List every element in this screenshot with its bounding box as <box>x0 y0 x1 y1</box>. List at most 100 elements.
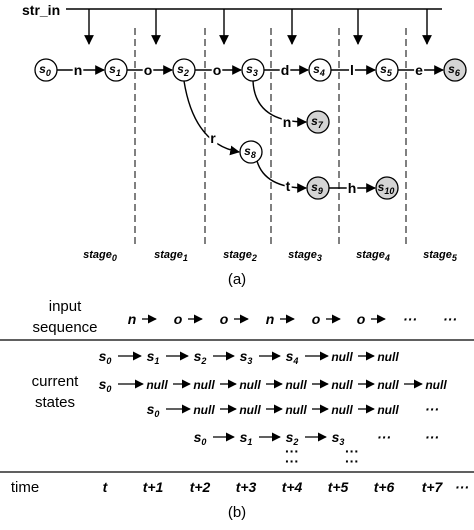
state-token: s0 <box>194 429 207 447</box>
state-circle <box>241 58 265 82</box>
state-token: null <box>193 378 215 392</box>
time-header: time <box>11 479 39 496</box>
state-token: null <box>331 403 353 417</box>
state-circle <box>34 58 58 82</box>
state-circle <box>308 58 332 82</box>
edge-label-bg <box>142 62 154 78</box>
edge-label-bg <box>72 62 84 78</box>
state-token: s2 <box>286 429 299 447</box>
state-s8: s8 <box>239 140 263 164</box>
state-token: ··· <box>425 401 439 417</box>
state-token: s0 <box>147 401 160 419</box>
edge-label-s4-s5: l <box>350 62 354 78</box>
input-token: n <box>266 311 275 327</box>
state-label: s0 <box>39 62 51 78</box>
state-circle <box>239 140 263 164</box>
state-token: null <box>239 403 261 417</box>
state-s4: s4 <box>308 58 332 82</box>
state-label: s3 <box>246 62 258 78</box>
vertical-ellipsis: ··· <box>345 453 359 469</box>
edge-s3-s7 <box>252 80 307 127</box>
edge-label-s1-s2: o <box>144 62 153 78</box>
state-s3: s3 <box>241 58 265 82</box>
state-token: s0 <box>99 348 112 366</box>
state-token: null <box>285 403 307 417</box>
time-label: t+6 <box>374 479 395 495</box>
state-label: s7 <box>311 114 324 130</box>
time-label: t+2 <box>190 479 211 495</box>
input-token: ··· <box>443 311 457 327</box>
time-label: ··· <box>455 479 469 495</box>
state-token: s1 <box>240 429 253 447</box>
edge-label-bg <box>346 180 358 196</box>
state-token: s3 <box>240 348 253 366</box>
input-token: o <box>312 311 321 327</box>
state-s1: s1 <box>104 58 128 82</box>
edge-label-s2-s3: o <box>213 62 222 78</box>
state-token: null <box>377 350 399 364</box>
state-circle <box>306 110 330 134</box>
vertical-ellipsis: ··· <box>345 443 359 459</box>
state-label: s8 <box>244 144 256 160</box>
state-token: null <box>193 403 215 417</box>
state-token: s4 <box>286 348 299 366</box>
caption-a: (a) <box>228 271 246 288</box>
state-label: s1 <box>109 62 121 78</box>
stage-label-2: stage2 <box>223 249 257 263</box>
caption-b: (b) <box>228 504 246 521</box>
state-s9: s9 <box>306 176 330 200</box>
state-label: s2 <box>177 62 189 78</box>
state-label: s6 <box>448 62 461 78</box>
state-token: s1 <box>147 348 160 366</box>
vertical-ellipsis: ··· <box>285 453 299 469</box>
state-token: null <box>377 403 399 417</box>
state-circle <box>375 176 399 200</box>
edge-label-s5-s6: e <box>415 62 423 78</box>
state-circle <box>375 58 399 82</box>
time-label: t+3 <box>236 479 257 495</box>
vertical-ellipsis: ··· <box>285 443 299 459</box>
state-s0: s0 <box>34 58 58 82</box>
edge-label-s3-s4: d <box>281 62 290 78</box>
input-token: n <box>128 311 137 327</box>
stage-label-4: stage4 <box>356 249 390 263</box>
edge-label-bg <box>349 62 355 78</box>
edge-label-bg <box>209 130 218 146</box>
state-token: null <box>377 378 399 392</box>
edge-label-bg <box>414 62 425 78</box>
input-bus-drops <box>84 9 432 45</box>
state-s7: s7 <box>306 110 330 134</box>
state-token: null <box>331 350 353 364</box>
state-row-2: s0 null null null null null ··· <box>147 401 439 419</box>
state-token: s0 <box>99 376 112 394</box>
edge-s2-s8 <box>183 80 240 156</box>
state-token: s2 <box>194 348 207 366</box>
time-label: t+5 <box>328 479 349 495</box>
stage-label-0: stage0 <box>83 249 117 263</box>
state-token: s3 <box>332 429 345 447</box>
current-states-header-line2: states <box>35 394 75 411</box>
input-token: o <box>220 311 229 327</box>
state-token: null <box>146 378 168 392</box>
state-token: ··· <box>377 429 391 445</box>
state-circle <box>104 58 128 82</box>
time-label: t+4 <box>282 479 303 495</box>
state-label: s10 <box>378 180 395 196</box>
edge-s8-s9 <box>256 160 307 193</box>
state-nodes: s0 s1 s2 s3 s4 s5 s6 s7 s8 s9 s10 <box>34 58 467 200</box>
state-circle <box>172 58 196 82</box>
stage-label-3: stage3 <box>288 249 322 263</box>
time-label: t <box>103 479 109 495</box>
edge-label-bg <box>284 178 292 194</box>
input-token: ··· <box>403 311 417 327</box>
stage-label-5: stage5 <box>423 249 458 263</box>
state-s5: s5 <box>375 58 399 82</box>
state-row-0: s0 s1 s2 s3 s4 null null <box>99 348 400 366</box>
